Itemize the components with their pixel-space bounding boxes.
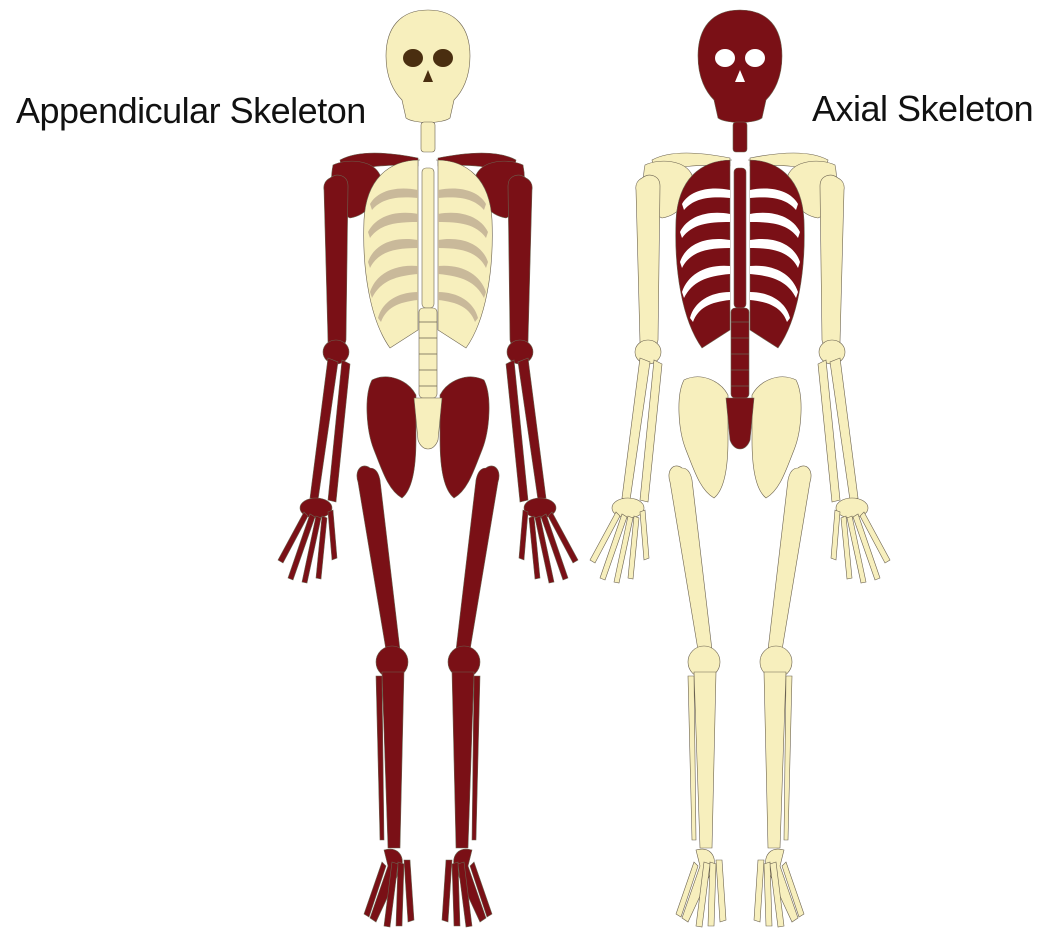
appendicular-skeleton-figure xyxy=(278,10,578,927)
axial-skeleton-figure xyxy=(590,10,890,927)
